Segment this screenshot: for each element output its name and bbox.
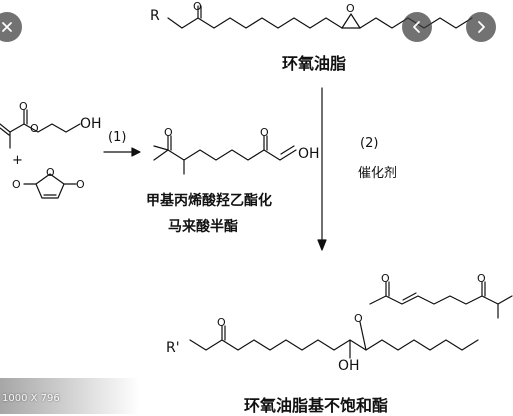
chevron-left-icon — [413, 21, 420, 33]
oxygen-atom-label: O — [354, 312, 363, 325]
hema-vinyl — [0, 123, 11, 133]
epoxide-bond — [341, 13, 352, 29]
intermediate-name-line2: 马来酸半酯 — [168, 219, 238, 235]
oxygen-atom-label: O — [260, 126, 269, 139]
anhydride-oxygen-label: O — [46, 166, 55, 179]
hema-bond — [9, 123, 81, 149]
oxygen-atom-label: O — [76, 178, 85, 191]
oxygen-atom-label: O — [217, 316, 226, 329]
plus-sign: + — [12, 153, 23, 168]
previous-image-button[interactable] — [402, 12, 432, 42]
arrow-step2-head — [317, 239, 327, 251]
step1-label: (1) — [108, 130, 127, 145]
epoxide-chain-bond — [167, 17, 343, 29]
r-group-label: R — [150, 8, 160, 24]
product-r-group-label: R' — [166, 340, 180, 356]
oxygen-atom-label: O — [164, 126, 173, 139]
hema-vinyl — [0, 127, 10, 136]
maleic-anhydride-ring — [35, 173, 65, 199]
intermediate-name-line1: 甲基丙烯酸羟乙酯化 — [146, 193, 272, 209]
product-chain-bond — [189, 339, 479, 351]
oxygen-atom-label: O — [30, 122, 39, 135]
product-ester-bond — [359, 321, 367, 351]
close-icon — [2, 22, 12, 32]
product-hydroxyl-label: OH — [338, 358, 360, 374]
oxygen-atom-label: O — [12, 178, 21, 191]
intermediate-bond — [153, 149, 297, 161]
oxygen-atom-label: O — [19, 100, 28, 113]
intermediate-hydroxyl-label: OH — [298, 146, 320, 162]
next-image-button[interactable] — [466, 12, 496, 42]
epoxide-oxygen-label: O — [346, 2, 355, 15]
oxygen-atom-label: O — [193, 0, 202, 13]
catalyst-label: 催化剂 — [358, 166, 398, 181]
epoxide-bond — [350, 13, 361, 29]
intermediate-alkene — [280, 145, 295, 155]
arrow-step1-head — [131, 147, 141, 157]
product-name-label: 环氧油脂基不饱和酯 — [244, 396, 389, 415]
epoxidized-oil-label: 环氧油脂 — [282, 54, 347, 73]
image-dimensions-badge: 1000 X 796 — [2, 393, 60, 404]
chevron-right-icon — [478, 21, 485, 33]
oxygen-atom-label: O — [381, 272, 390, 285]
product-sidechain-bond — [369, 295, 513, 305]
close-button[interactable] — [0, 12, 22, 42]
intermediate-vinyl — [153, 145, 169, 151]
oxygen-atom-label: O — [477, 272, 486, 285]
hydroxyl-label: OH — [80, 116, 102, 132]
product-alkene — [402, 292, 417, 301]
step2-label: (2) — [360, 136, 379, 151]
